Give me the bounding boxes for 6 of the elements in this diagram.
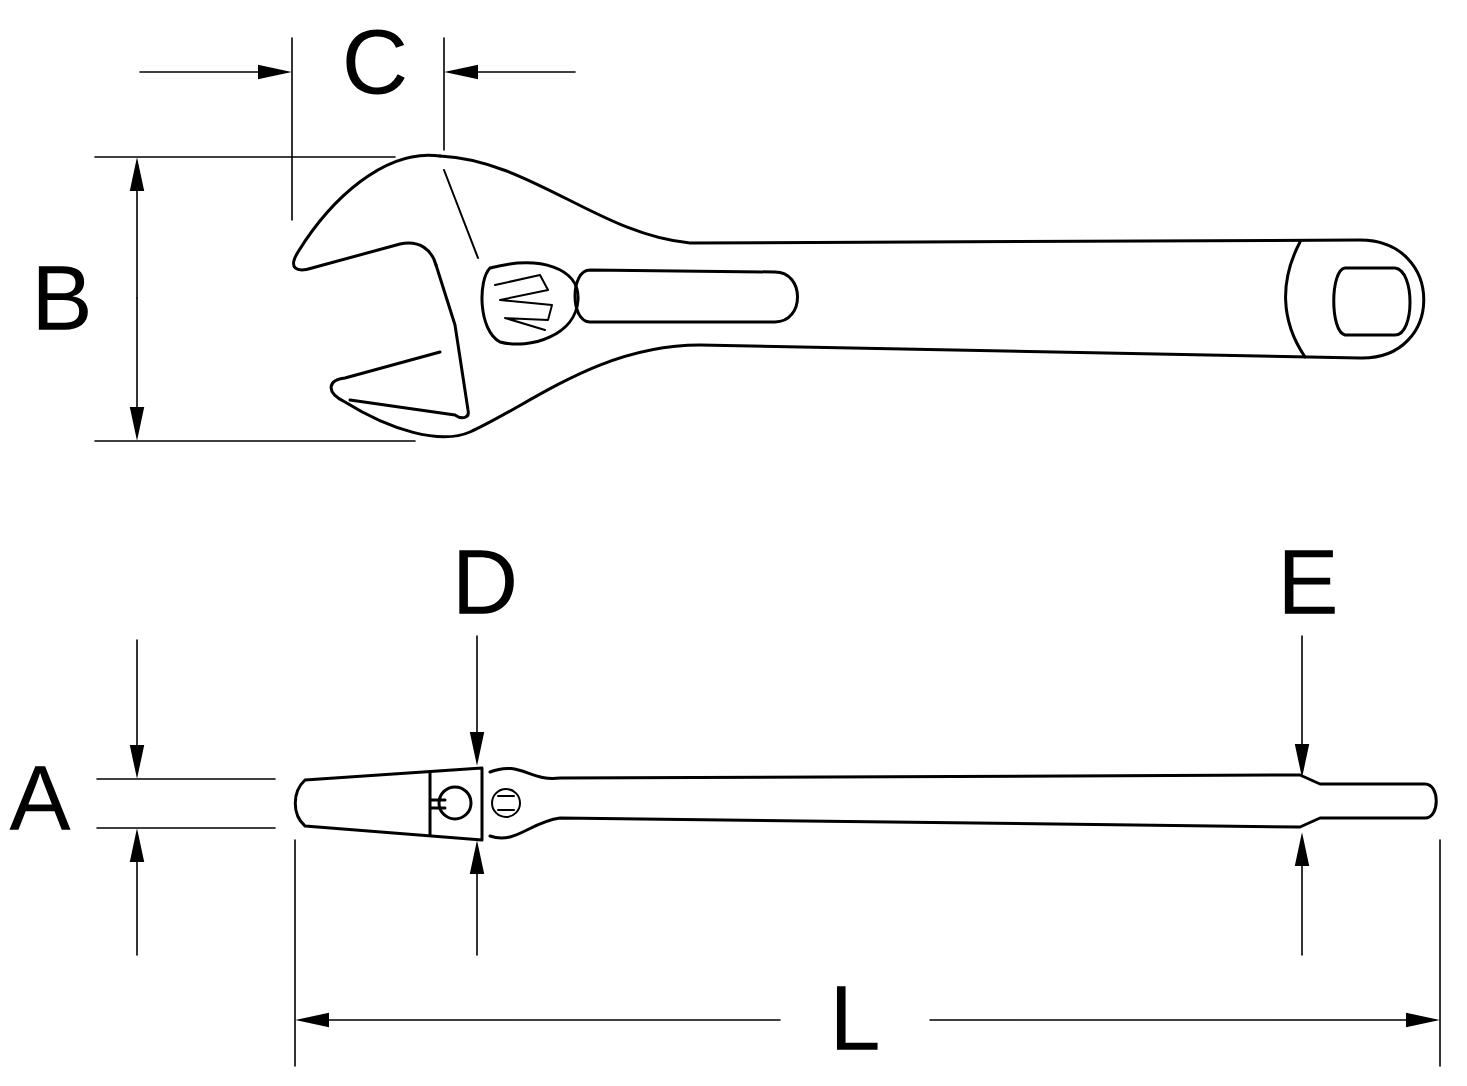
dimension-letter: L [836,986,878,1050]
dimension-letter: C [346,29,405,95]
dimension-letter: B [38,266,88,330]
dimension-letter: A [9,766,71,830]
dimension-letter: D [459,550,514,614]
dimension-letter: E [1284,550,1335,614]
